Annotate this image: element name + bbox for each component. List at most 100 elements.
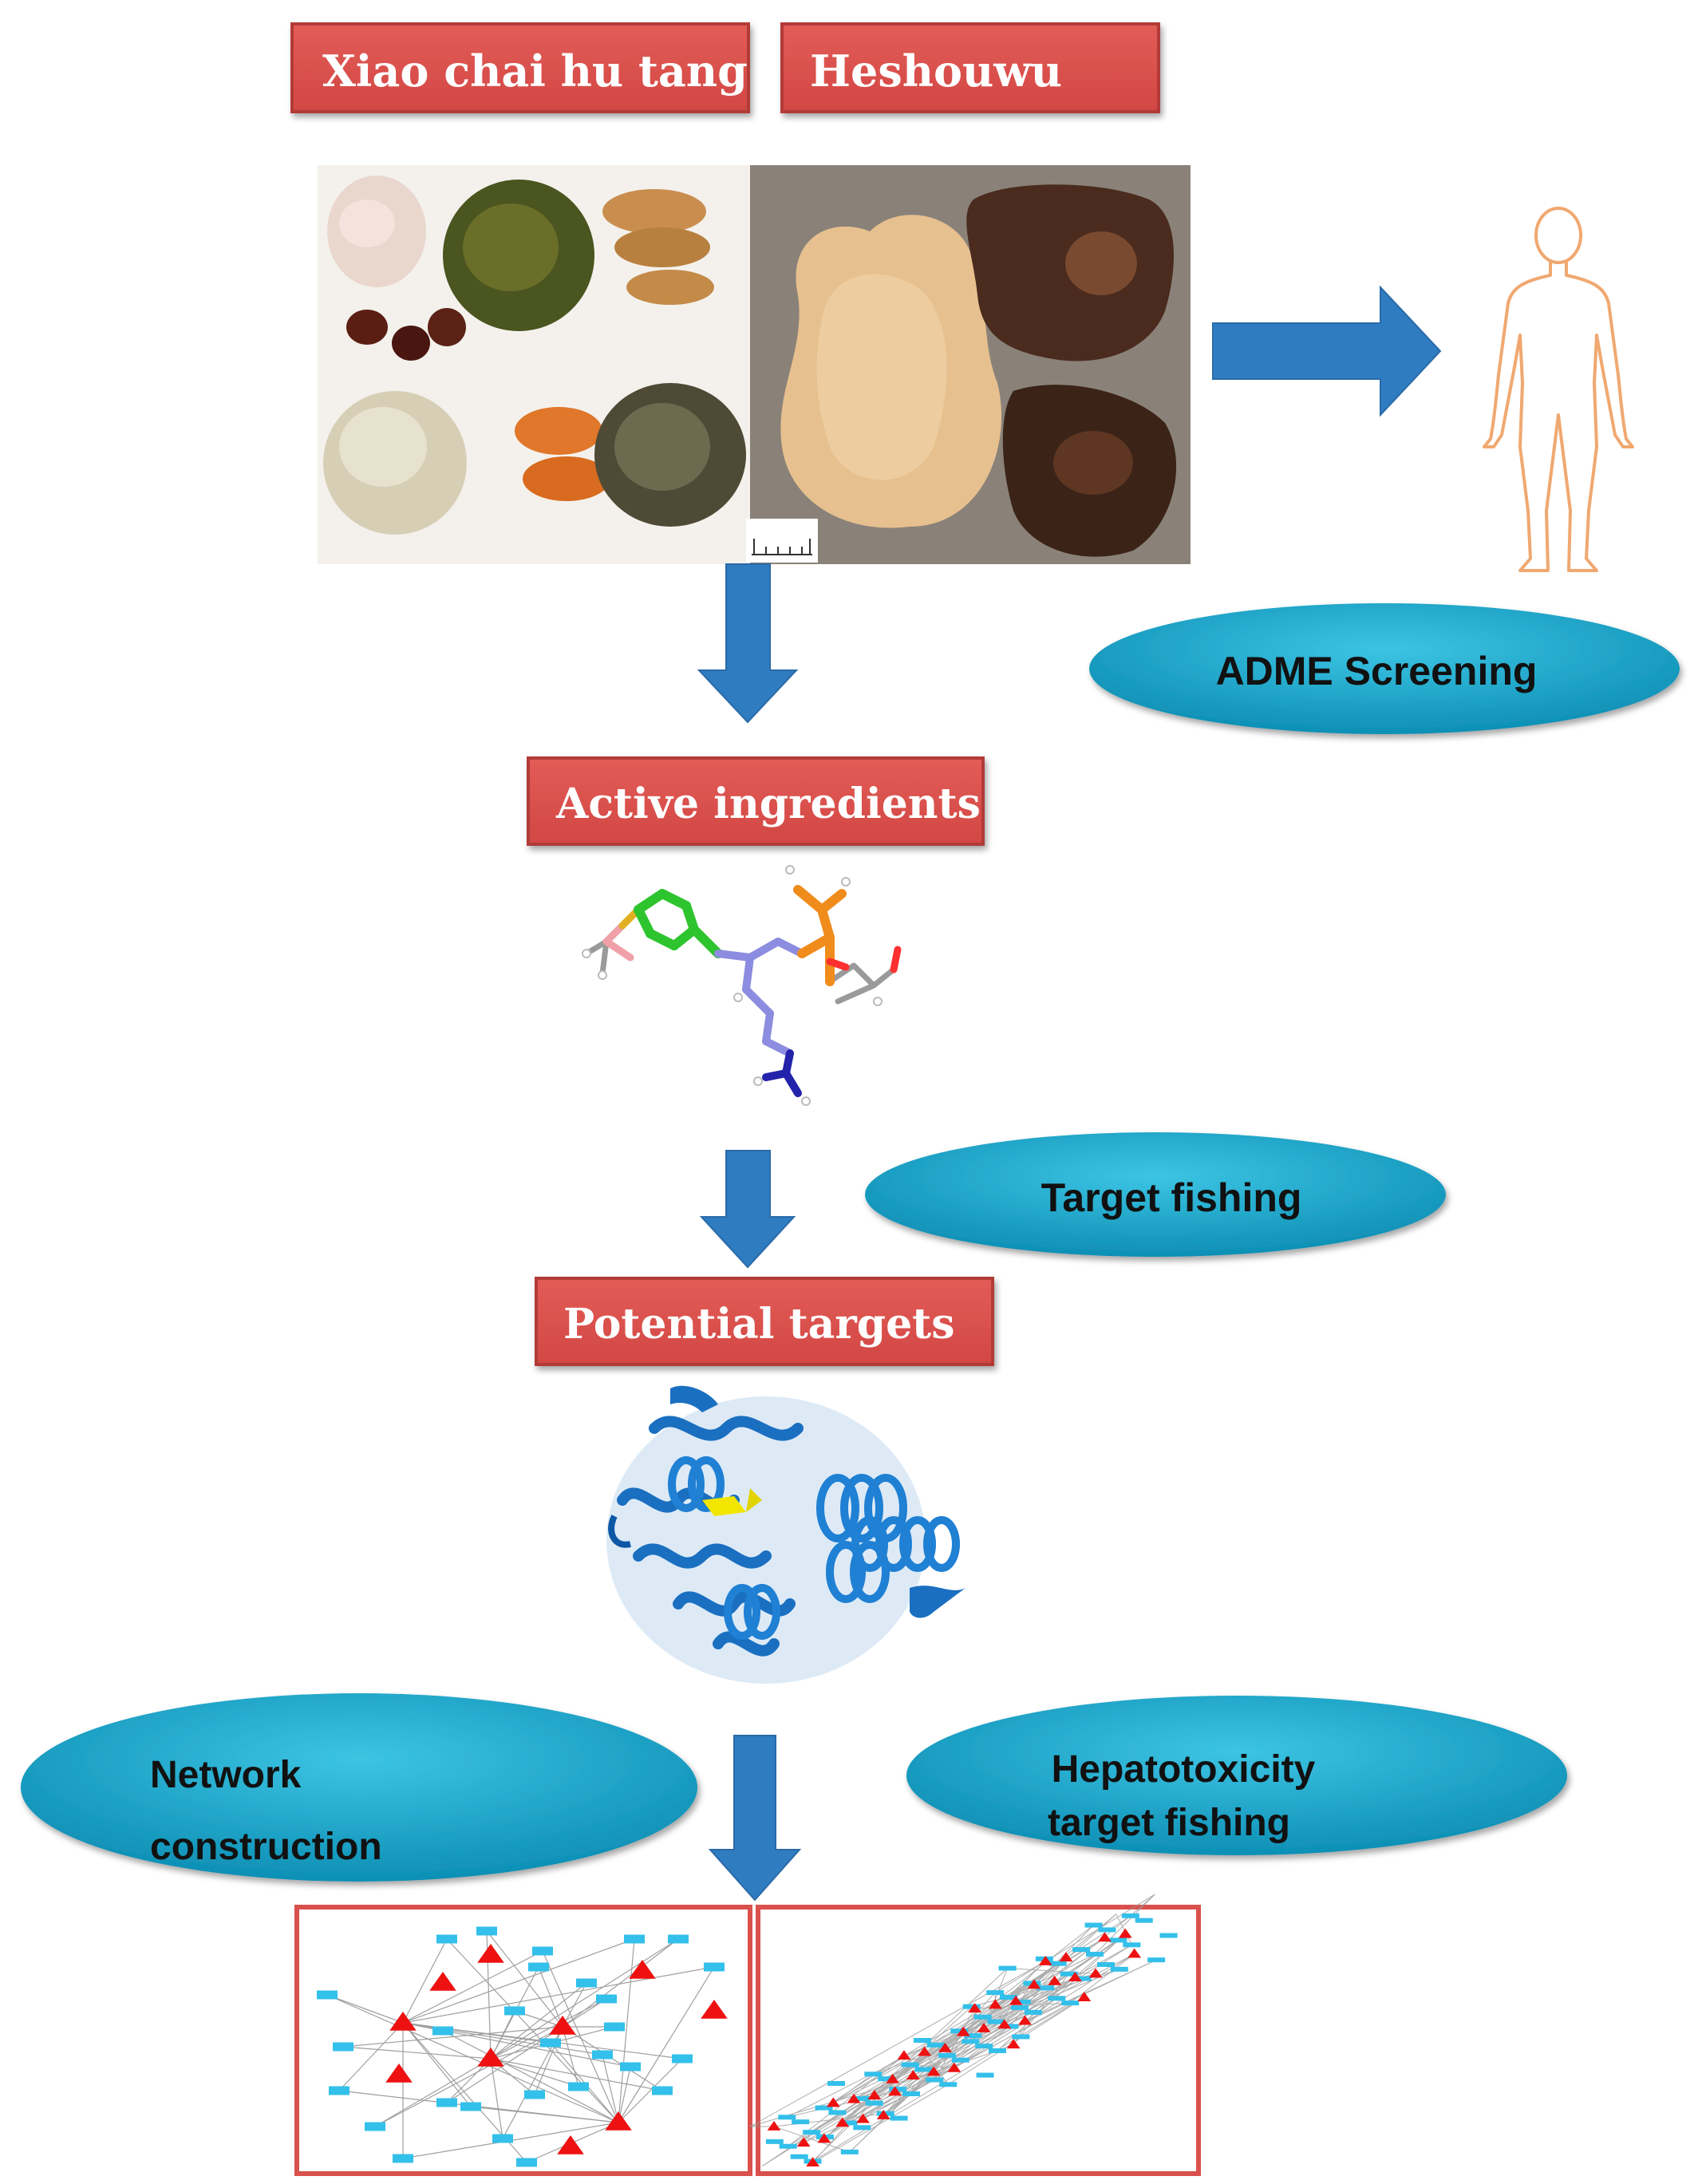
network-node-box	[432, 2026, 453, 2036]
network-node-box	[652, 2086, 673, 2095]
network-node-box	[939, 2082, 958, 2087]
network-node-triangle	[897, 2050, 911, 2060]
network-node-box	[914, 2067, 933, 2072]
network-node-box	[864, 2071, 883, 2077]
network-node-triangle	[477, 1944, 504, 1963]
network-node-box	[1000, 1995, 1017, 2000]
network-node-box	[492, 2134, 513, 2143]
network-node-box	[815, 2105, 833, 2111]
network-node-triangle	[605, 2111, 632, 2131]
network-node-box	[624, 1934, 645, 1944]
network-node-triangle	[549, 2016, 576, 2035]
network-node-triangle	[938, 2042, 952, 2052]
network-node-triangle	[856, 2113, 870, 2123]
target-fishing-oval: Target fishing	[865, 1132, 1446, 1257]
network-node-box	[973, 2014, 992, 2020]
network-node-triangle	[429, 1972, 456, 1991]
label-xiao-chai-hu-tang: Xiao chai hu tang	[290, 22, 750, 113]
network-node-box	[436, 1934, 457, 1944]
network-node-triangle	[888, 2086, 902, 2096]
network-node-box	[592, 2050, 613, 2060]
network-node-box	[1110, 1966, 1128, 1972]
network-node-box	[1159, 1933, 1178, 1938]
network-node-box	[926, 2077, 944, 2083]
hepato-text-line2: target fishing	[1048, 1802, 1290, 1844]
network-node-box	[532, 1946, 553, 1956]
network-node-box	[778, 2115, 796, 2120]
network-node-box	[504, 2006, 525, 2016]
network-node-box	[576, 1978, 597, 1988]
network-node-triangle	[477, 2048, 504, 2067]
network-node-triangle	[1059, 1952, 1073, 1962]
network-node-box	[938, 2052, 956, 2058]
network-node-triangle	[886, 2073, 900, 2083]
network-node-box	[790, 2154, 808, 2159]
network-node-box	[962, 2039, 980, 2044]
network-node-box	[1147, 1957, 1166, 1963]
active-label-text: Active ingredients	[555, 780, 981, 828]
hepatotoxicity-oval: Hepatotoxicity target fishing	[906, 1696, 1567, 1855]
network-node-box	[672, 2054, 693, 2064]
network-node-box	[765, 2139, 784, 2144]
network-node-box	[1098, 1927, 1116, 1933]
network-node-box	[596, 1994, 617, 2004]
network-node-box	[1097, 1962, 1115, 1967]
hepato-text-line1: Hepatotoxicity	[1052, 1748, 1316, 1791]
network-node-box	[890, 2115, 908, 2121]
network-node-box	[1024, 2009, 1042, 2015]
network-node-triangle	[1118, 1928, 1132, 1938]
network-node-box	[604, 2022, 625, 2032]
network-node-box	[329, 2086, 349, 2095]
heshouwu-label-text: Heshouwu	[810, 45, 1062, 97]
network-node-box	[902, 2091, 920, 2096]
network-node-triangle	[926, 2066, 941, 2076]
network-node-box	[1121, 1913, 1139, 1918]
network-node-triangle	[997, 2019, 1012, 2029]
network-node-triangle	[806, 2157, 819, 2167]
network-node-triangle	[1048, 1975, 1062, 1985]
network-node-box	[998, 1965, 1017, 1971]
network-node-box	[987, 2019, 1005, 2024]
network-node-triangle	[629, 1960, 656, 1979]
network-node-triangle	[1018, 2015, 1032, 2025]
network-node-box	[1060, 1971, 1078, 1977]
network-node-triangle	[1127, 1948, 1142, 1958]
network-node-box	[803, 2130, 821, 2135]
network-node-box	[1072, 1947, 1091, 1953]
network-node-box	[914, 2038, 931, 2043]
network-node-triangle	[1027, 1979, 1041, 1989]
network-node-box	[865, 2100, 883, 2106]
network-node-box	[1084, 1922, 1103, 1928]
network-node-box	[1123, 1942, 1141, 1948]
network-node-triangle	[1006, 2039, 1021, 2049]
network-node-box	[436, 2098, 457, 2107]
network-node-box	[476, 1926, 497, 1936]
herb-photo-left	[318, 165, 750, 564]
network-node-triangle	[817, 2133, 831, 2143]
arrow-down-1	[697, 563, 799, 724]
network-node-box	[317, 1990, 338, 2000]
network-node-box	[1001, 2024, 1019, 2029]
network-node-triangle	[918, 2046, 932, 2056]
network-node-box	[878, 2076, 896, 2082]
network-node-box	[951, 2057, 969, 2063]
network-node-box	[792, 2119, 810, 2125]
network-construction-oval: Network construction	[21, 1693, 697, 1882]
network-node-box	[839, 2120, 858, 2126]
network-node-triangle	[767, 2121, 781, 2131]
network-node-triangle	[847, 2093, 861, 2103]
network-node-box	[964, 2033, 982, 2039]
network-node-triangle	[947, 2062, 962, 2072]
arrow-down-3	[708, 1735, 802, 1902]
network-node-box	[1048, 1961, 1067, 1966]
network-node-box	[668, 1934, 689, 1944]
target-fishing-text: Target fishing	[1041, 1175, 1302, 1220]
network-node-box	[1012, 2034, 1030, 2040]
network-node-triangle	[956, 2026, 970, 2036]
network-node-box	[393, 2154, 413, 2163]
network-node-box	[986, 1990, 1005, 1996]
network-node-box	[827, 2081, 845, 2086]
network-node-triangle	[1098, 1932, 1112, 1942]
